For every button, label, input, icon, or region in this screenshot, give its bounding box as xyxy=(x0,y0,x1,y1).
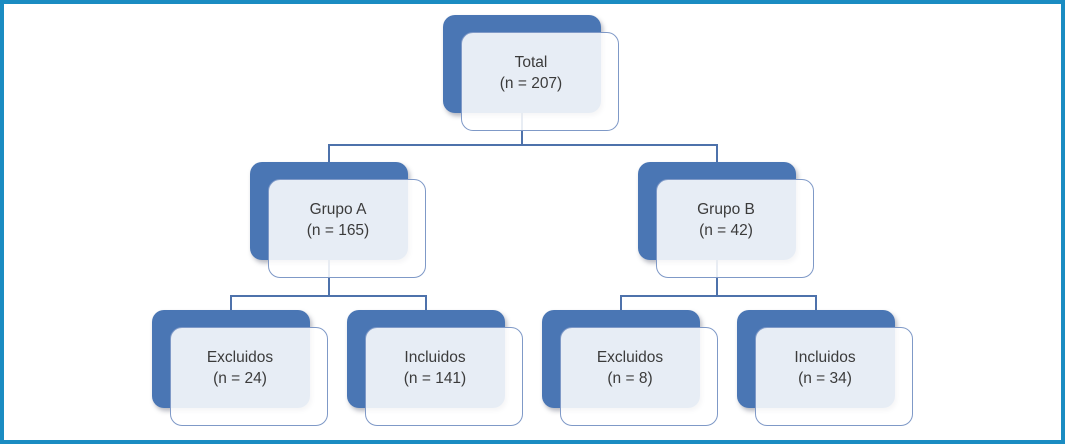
node-title: Excluidos xyxy=(596,348,664,366)
connector-level2a-horizontal xyxy=(230,295,427,297)
connector-to-grupo-b xyxy=(716,144,718,164)
node-front-shape xyxy=(755,327,913,426)
connector-to-excluidos-a xyxy=(230,295,232,312)
node-label: Grupo A (n = 165) xyxy=(268,179,408,260)
node-count: (n = 207) xyxy=(499,74,563,92)
connector-to-incluidos-a xyxy=(425,295,427,312)
node-front-shape xyxy=(560,327,718,426)
node-title: Grupo B xyxy=(697,200,755,218)
connector-to-incluidos-b xyxy=(815,295,817,312)
node-label: Grupo B (n = 42) xyxy=(656,179,796,260)
node-title: Incluidos xyxy=(404,348,466,366)
node-count: (n = 8) xyxy=(607,369,653,387)
node-excluidos-b: Excluidos (n = 8) xyxy=(542,310,718,426)
node-label: Excluidos (n = 24) xyxy=(170,327,310,408)
node-count: (n = 141) xyxy=(403,369,467,387)
connector-grupo-b-down xyxy=(716,259,718,297)
connector-to-grupo-a xyxy=(328,144,330,164)
node-label: Excluidos (n = 8) xyxy=(560,327,700,408)
connector-level2b-horizontal xyxy=(620,295,817,297)
node-label: Total (n = 207) xyxy=(461,32,601,113)
node-excluidos-a: Excluidos (n = 24) xyxy=(152,310,328,426)
connector-level1-horizontal xyxy=(328,144,718,146)
node-front-shape xyxy=(461,32,619,131)
node-title: Incluidos xyxy=(794,348,856,366)
node-count: (n = 165) xyxy=(306,221,370,239)
node-total: Total (n = 207) xyxy=(443,15,619,131)
connector-grupo-a-down xyxy=(328,259,330,297)
node-front-shape xyxy=(365,327,523,426)
node-count: (n = 34) xyxy=(798,369,852,387)
node-label: Incluidos (n = 141) xyxy=(365,327,505,408)
node-count: (n = 24) xyxy=(213,369,267,387)
node-front-shape xyxy=(656,179,814,278)
node-label: Incluidos (n = 34) xyxy=(755,327,895,408)
node-title: Grupo A xyxy=(309,200,367,218)
node-grupo-a: Grupo A (n = 165) xyxy=(250,162,426,278)
connector-to-excluidos-b xyxy=(620,295,622,312)
node-front-shape xyxy=(170,327,328,426)
node-title: Total xyxy=(514,53,548,71)
node-incluidos-a: Incluidos (n = 141) xyxy=(347,310,523,426)
node-incluidos-b: Incluidos (n = 34) xyxy=(737,310,913,426)
node-front-shape xyxy=(268,179,426,278)
node-title: Excluidos xyxy=(206,348,274,366)
node-count: (n = 42) xyxy=(699,221,753,239)
node-grupo-b: Grupo B (n = 42) xyxy=(638,162,814,278)
